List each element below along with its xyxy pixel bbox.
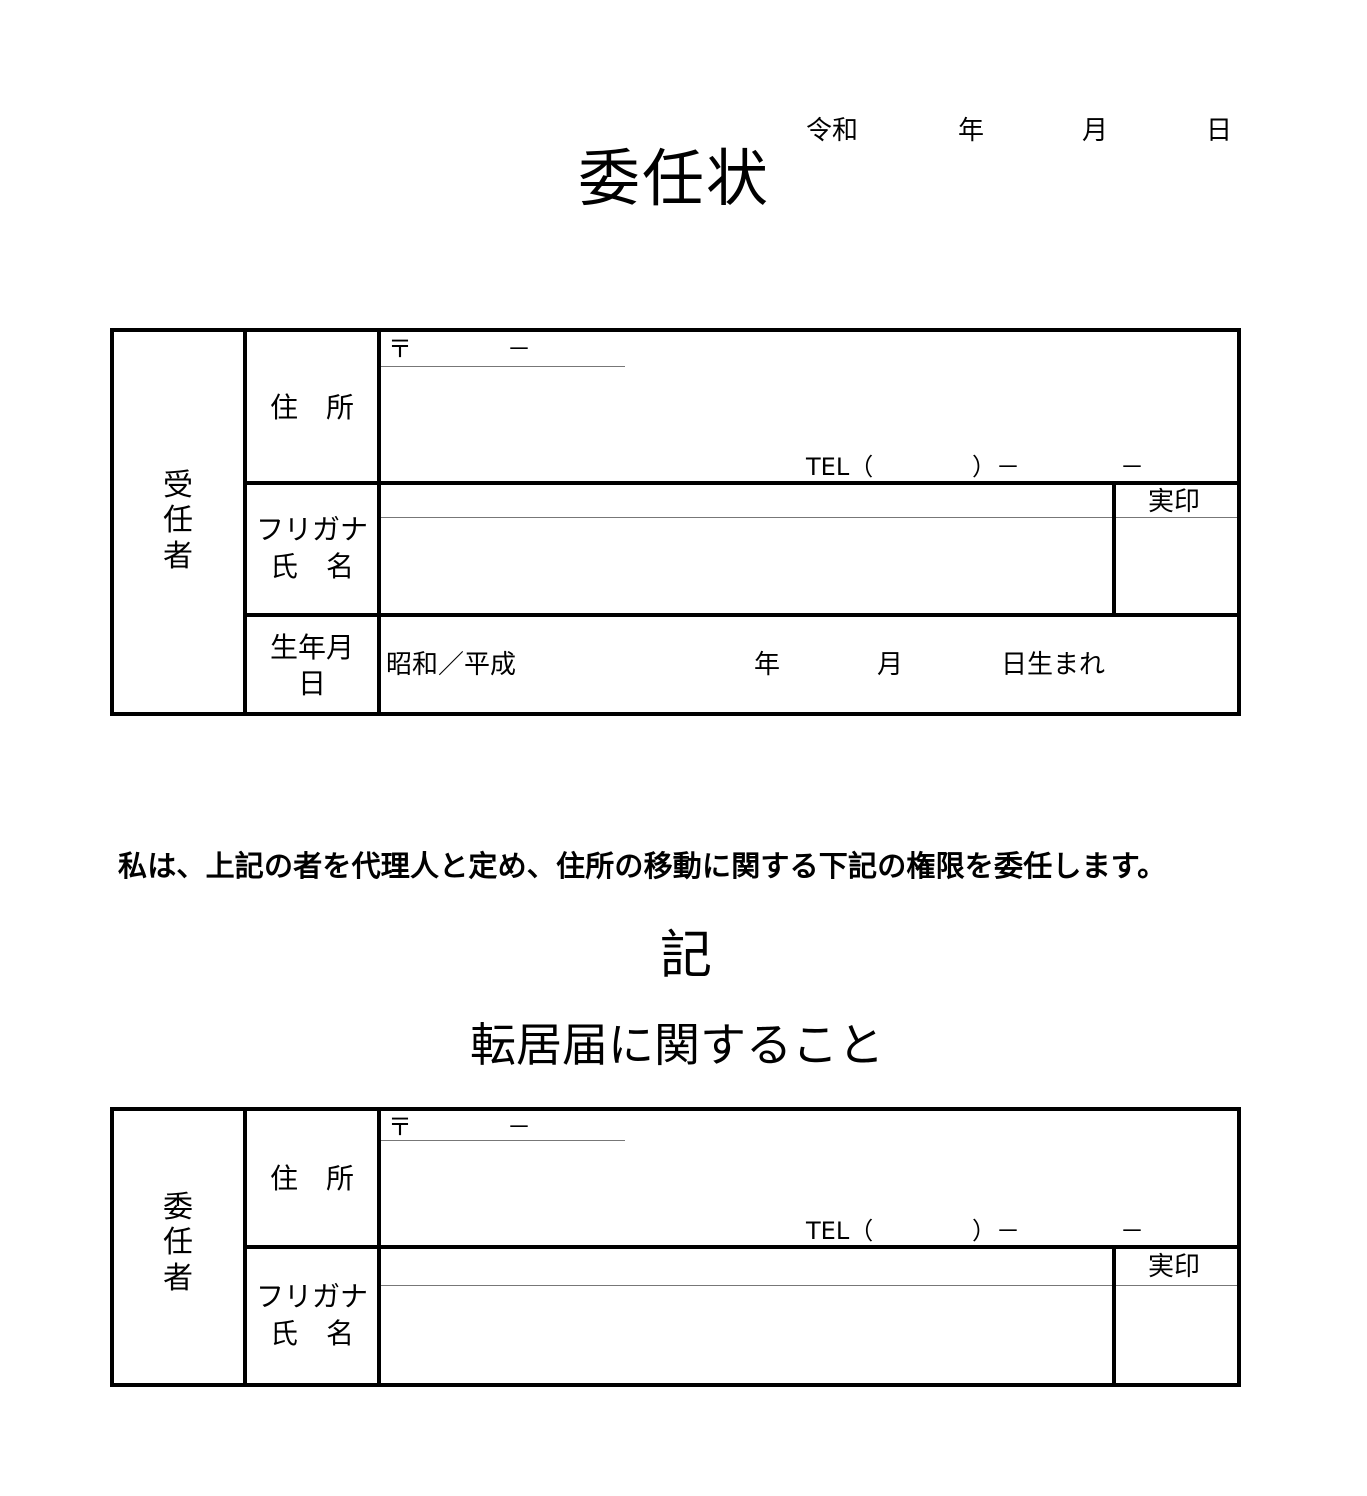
divider	[1112, 481, 1116, 617]
principal-furigana-label: フリガナ	[255, 1280, 368, 1313]
agent-birthdate-field[interactable]	[540, 640, 1000, 690]
agent-birth-year: 年	[754, 650, 781, 680]
agent-tel-label: TEL（	[806, 453, 874, 481]
postal-underline	[381, 1140, 625, 1141]
principal-seal-label: 実印	[1148, 1252, 1201, 1282]
agent-name-field[interactable]	[384, 520, 1109, 610]
furigana-underline	[381, 517, 1112, 518]
principal-tel-dash: －	[1120, 1217, 1144, 1245]
agent-birth-month: 月	[877, 650, 904, 680]
agent-furigana-field[interactable]	[384, 488, 1109, 516]
agent-seal-label: 実印	[1148, 487, 1201, 517]
agent-birth-era: 昭和／平成	[386, 650, 517, 680]
document-title: 委任状	[578, 142, 771, 215]
delegation-statement: 私は、上記の者を代理人と定め、住所の移動に関する下記の権限を委任します。	[118, 849, 1167, 883]
seal-underline	[1116, 517, 1237, 518]
principal-furigana-field[interactable]	[384, 1252, 1109, 1284]
seal-underline	[1116, 1285, 1237, 1286]
divider	[243, 1245, 1241, 1249]
postal-underline	[381, 366, 625, 367]
divider	[243, 328, 247, 716]
principal-side-label: 委任者	[163, 1190, 193, 1296]
principal-address-field[interactable]	[384, 1145, 1234, 1215]
agent-birth-day: 日生まれ	[1001, 650, 1106, 680]
principal-name-label: 氏 名	[269, 1317, 354, 1350]
agent-side-label: 受任者	[163, 468, 193, 574]
agent-postal-mark: 〒	[388, 335, 412, 363]
principal-address-label: 住 所	[269, 1162, 354, 1195]
agent-name-label: 氏 名	[269, 550, 354, 583]
agent-address-field[interactable]	[384, 372, 1234, 452]
agent-seal-area[interactable]	[1118, 520, 1236, 612]
principal-tel-paren: ）－	[972, 1217, 1020, 1245]
principal-tel-label: TEL（	[806, 1217, 874, 1245]
record-heading: 記	[660, 926, 713, 986]
agent-table	[110, 328, 1241, 716]
agent-furigana-label: フリガナ	[255, 513, 368, 546]
agent-tel-dash: －	[1120, 453, 1144, 481]
principal-postal-code-field[interactable]	[400, 1113, 620, 1139]
date-day-label: 日	[1206, 116, 1233, 146]
furigana-underline	[381, 1285, 1112, 1286]
agent-postal-dash: －	[507, 335, 531, 363]
agent-tel-paren: ）－	[972, 453, 1020, 481]
agent-birth-label-1: 生年月	[269, 631, 354, 664]
principal-name-field[interactable]	[384, 1288, 1109, 1382]
divider	[243, 481, 1241, 485]
divider	[377, 328, 381, 716]
date-month-label: 月	[1082, 116, 1109, 146]
principal-seal-area[interactable]	[1118, 1288, 1236, 1382]
principal-postal-dash: －	[507, 1113, 531, 1141]
divider	[1112, 1245, 1116, 1387]
date-year-label: 年	[958, 116, 985, 146]
agent-tel-field[interactable]	[890, 452, 1220, 480]
agent-birth-label-2: 日	[297, 667, 326, 700]
date-era: 令和	[806, 116, 859, 146]
divider	[243, 613, 1241, 617]
agent-postal-code-field[interactable]	[400, 336, 620, 364]
agent-address-label: 住 所	[269, 391, 354, 424]
principal-tel-field[interactable]	[890, 1216, 1220, 1244]
principal-postal-mark: 〒	[388, 1113, 412, 1141]
delegated-matter: 転居届に関すること	[470, 1018, 884, 1072]
